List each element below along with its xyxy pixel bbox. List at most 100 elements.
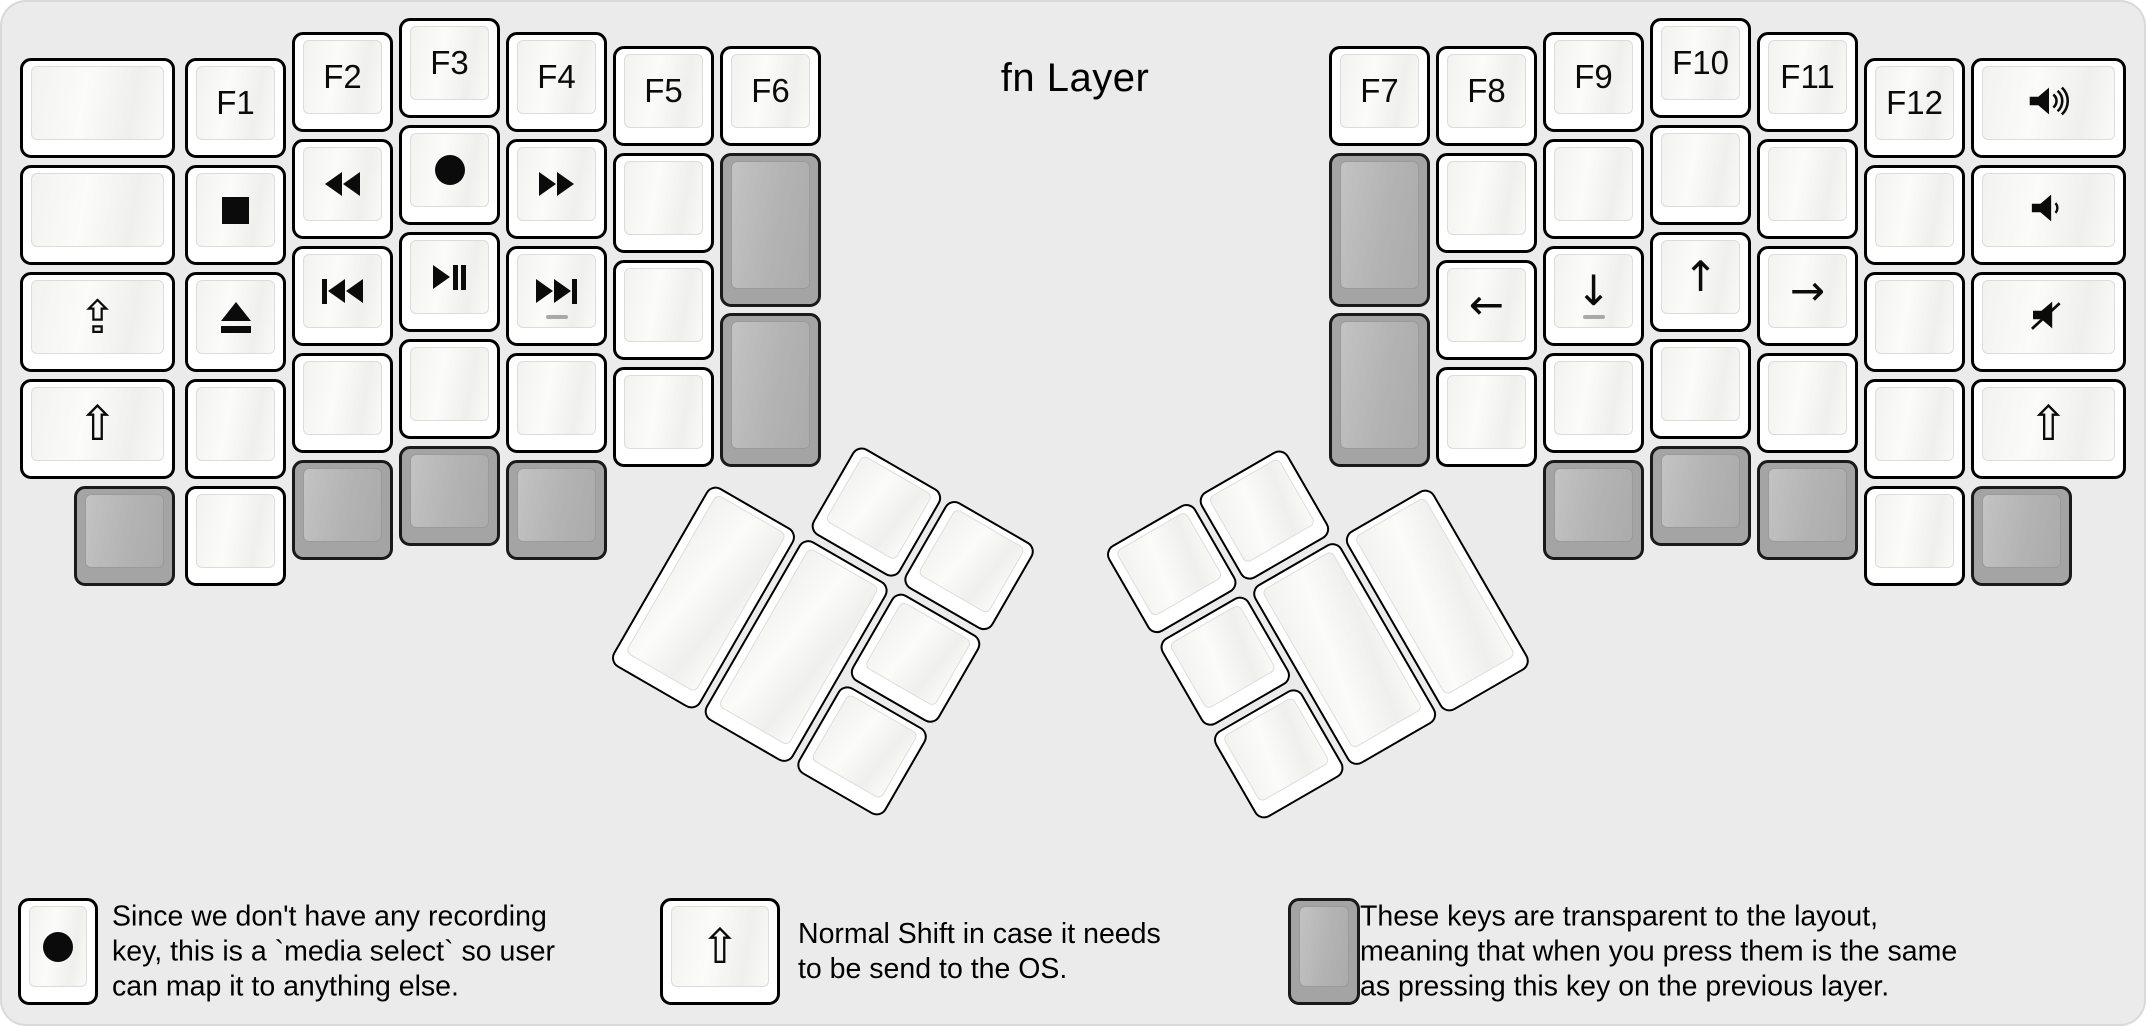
- keytop: [517, 468, 596, 542]
- volume-up-icon: [2027, 86, 2071, 121]
- keytop: [1115, 511, 1224, 618]
- key-media-select-record[interactable]: [399, 125, 500, 225]
- keytop: [1768, 468, 1847, 542]
- key-f1[interactable]: F1: [185, 58, 286, 158]
- key-mute[interactable]: [1971, 272, 2126, 372]
- key-transparent-l-inner-tall-2[interactable]: [720, 313, 821, 467]
- key-blank-r2-r2[interactable]: [1436, 153, 1537, 253]
- key-f7[interactable]: F7: [1329, 46, 1430, 146]
- key-blank-l6-r2[interactable]: [613, 153, 714, 253]
- key-rewind[interactable]: [292, 139, 393, 239]
- key-blank-r3-r4[interactable]: [1543, 353, 1644, 453]
- keytop: [31, 173, 164, 247]
- keytop: [1299, 906, 1349, 987]
- key-arrow-down[interactable]: ↓: [1543, 246, 1644, 346]
- key-label: F5: [644, 72, 683, 109]
- keytop: [1222, 696, 1331, 803]
- key-f6[interactable]: F6: [720, 46, 821, 146]
- keytop: [85, 494, 164, 568]
- key-blank-l-bottom-2[interactable]: [185, 486, 286, 586]
- key-blank-l5-r4[interactable]: [506, 353, 607, 453]
- keytop: [303, 361, 382, 435]
- keytop: [863, 600, 973, 708]
- key-transparent-r-bottom-1[interactable]: [1543, 460, 1644, 560]
- keytop: [1982, 280, 2115, 354]
- key-blank-l2-r4[interactable]: [185, 379, 286, 479]
- key-blank-r6-r2[interactable]: [1864, 165, 1965, 265]
- key-f5[interactable]: F5: [613, 46, 714, 146]
- key-blank-l1-r1[interactable]: [20, 58, 175, 158]
- key-transparent-r-bottom-5[interactable]: [1971, 486, 2072, 586]
- key-blank-l4-r4[interactable]: [399, 339, 500, 439]
- key-transparent-r-inner-tall-2[interactable]: [1329, 313, 1430, 467]
- key-transparent-r-bottom-3[interactable]: [1757, 460, 1858, 560]
- keytop: [1661, 133, 1740, 207]
- key-legend-media-select-sample[interactable]: [18, 898, 98, 1005]
- key-label: F4: [537, 58, 576, 95]
- legend-media-select-text: Since we don't have any recording key, t…: [112, 900, 555, 1002]
- keytop: ↑: [1661, 240, 1740, 314]
- key-label: F12: [1886, 84, 1943, 121]
- key-blank-r5-r4[interactable]: [1757, 353, 1858, 453]
- keytop: [1340, 321, 1419, 449]
- keytop: [1554, 468, 1633, 542]
- key-fast-forward[interactable]: [506, 139, 607, 239]
- keytop: [1554, 147, 1633, 221]
- key-arrow-right[interactable]: →: [1757, 246, 1858, 346]
- rewind-icon: [325, 172, 360, 196]
- layer-title: fn Layer: [1000, 56, 1150, 100]
- key-blank-r4-r2[interactable]: [1650, 125, 1751, 225]
- key-f10[interactable]: F10: [1650, 18, 1751, 118]
- key-legend-normal-shift-sample[interactable]: ⇧: [660, 898, 780, 1005]
- keytop: [517, 361, 596, 435]
- key-arrow-up[interactable]: ↑: [1650, 232, 1751, 332]
- key-next-track[interactable]: [506, 246, 607, 346]
- eject-icon: [220, 301, 251, 333]
- key-eject[interactable]: [185, 272, 286, 372]
- key-transparent-l-bottom-1[interactable]: [74, 486, 175, 586]
- key-f11[interactable]: F11: [1757, 32, 1858, 132]
- keytop: F3: [410, 26, 489, 100]
- key-blank-l3-r4[interactable]: [292, 353, 393, 453]
- key-stop[interactable]: [185, 165, 286, 265]
- key-caps-lock[interactable]: ⇪: [20, 272, 175, 372]
- key-blank-r6-r4[interactable]: [1864, 379, 1965, 479]
- key-transparent-l-bottom-3[interactable]: [292, 460, 393, 560]
- legend-normal-shift-text: Normal Shift in case it needs to be send…: [798, 917, 1161, 985]
- key-blank-r4-r4[interactable]: [1650, 339, 1751, 439]
- keytop: F1: [196, 66, 275, 140]
- key-shift-left[interactable]: ⇧: [20, 379, 175, 479]
- key-f8[interactable]: F8: [1436, 46, 1537, 146]
- key-volume-up[interactable]: [1971, 58, 2126, 158]
- key-transparent-l-inner-tall-1[interactable]: [720, 153, 821, 307]
- key-play-pause[interactable]: [399, 232, 500, 332]
- keytop: [810, 693, 919, 800]
- key-f4[interactable]: F4: [506, 32, 607, 132]
- keytop: [410, 133, 489, 207]
- key-f12[interactable]: F12: [1864, 58, 1965, 158]
- key-transparent-r-inner-tall-1[interactable]: [1329, 153, 1430, 307]
- keytop: F4: [517, 40, 596, 114]
- key-transparent-l-bottom-4[interactable]: [399, 446, 500, 546]
- key-blank-r2-r4[interactable]: [1436, 367, 1537, 467]
- key-previous-track[interactable]: [292, 246, 393, 346]
- key-f2[interactable]: F2: [292, 32, 393, 132]
- key-arrow-left[interactable]: ←: [1436, 260, 1537, 360]
- key-blank-l1-r2[interactable]: [20, 165, 175, 265]
- key-shift-right[interactable]: ⇧: [1971, 379, 2126, 479]
- key-label: F2: [323, 58, 362, 95]
- key-blank-r5-r2[interactable]: [1757, 139, 1858, 239]
- key-blank-l6-r3[interactable]: [613, 260, 714, 360]
- key-f9[interactable]: F9: [1543, 32, 1644, 132]
- key-transparent-r-bottom-2[interactable]: [1650, 446, 1751, 546]
- key-f3[interactable]: F3: [399, 18, 500, 118]
- keytop: [31, 66, 164, 140]
- key-volume-down[interactable]: [1971, 165, 2126, 265]
- key-blank-l6-r4[interactable]: [613, 367, 714, 467]
- key-blank-r-bottom-4[interactable]: [1864, 486, 1965, 586]
- key-transparent-l-bottom-5[interactable]: [506, 460, 607, 560]
- key-legend-transparent-sample[interactable]: [1288, 898, 1360, 1005]
- key-blank-r3-r2[interactable]: [1543, 139, 1644, 239]
- key-blank-r6-r3[interactable]: [1864, 272, 1965, 372]
- keytop: [1340, 161, 1419, 289]
